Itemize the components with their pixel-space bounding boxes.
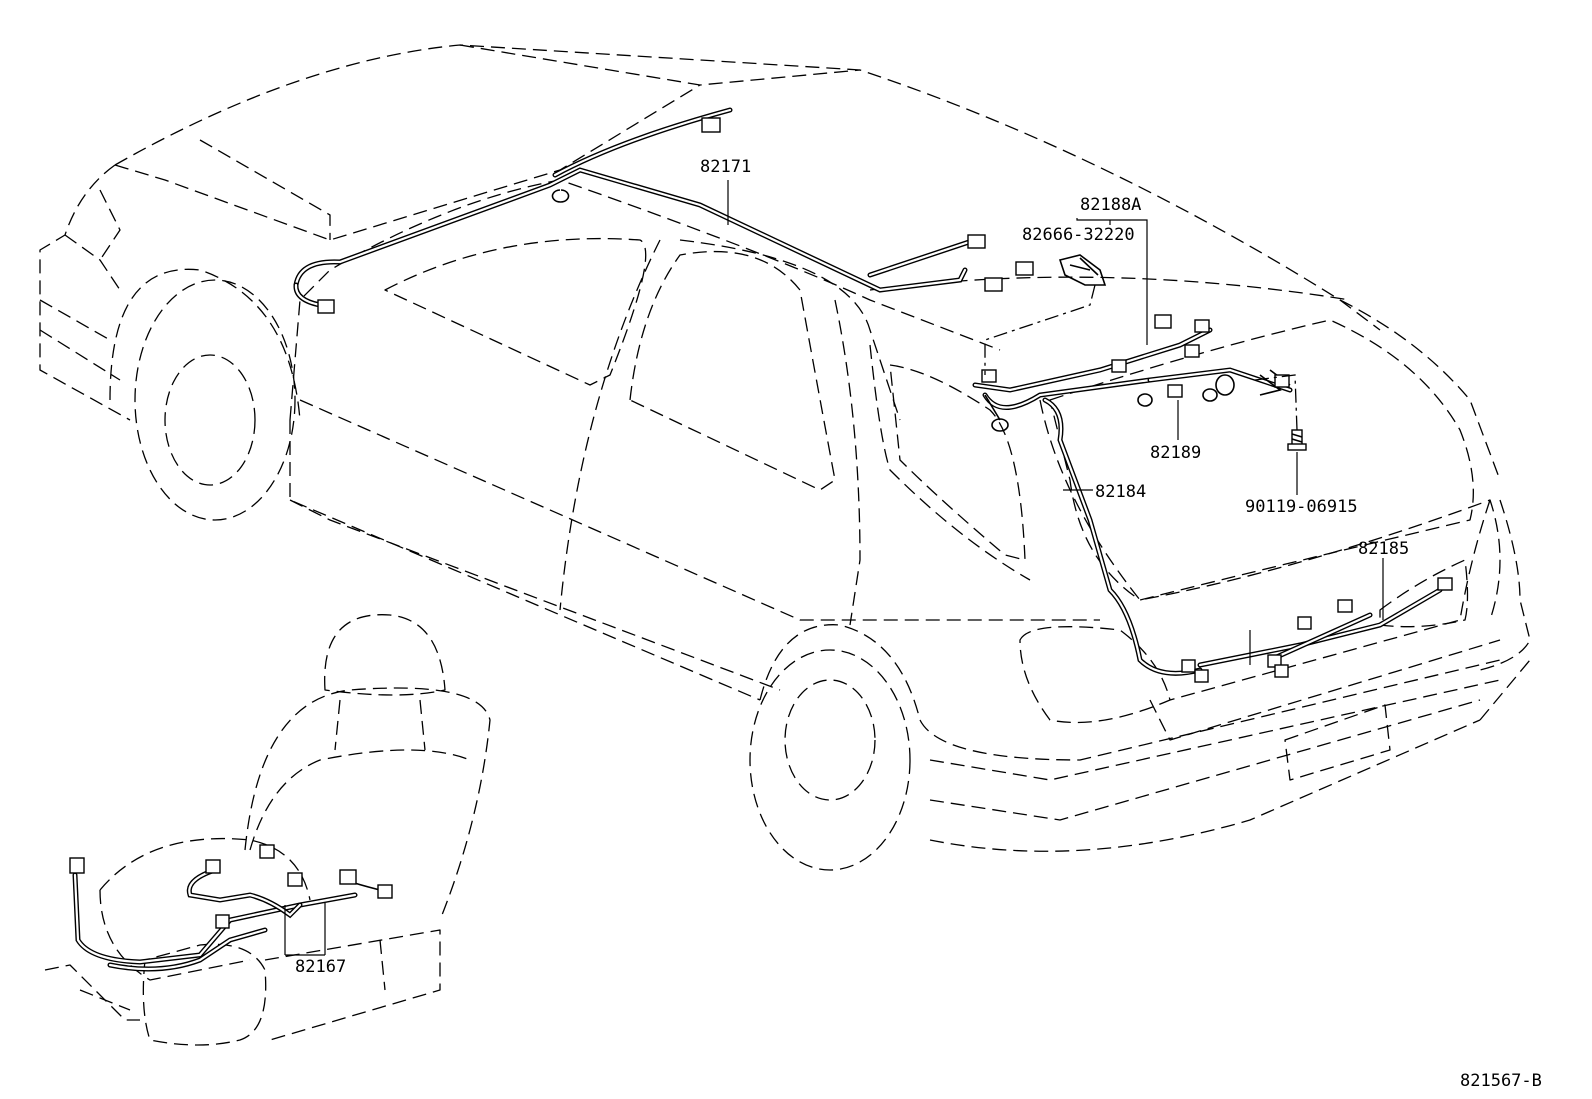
harness-82185	[1197, 587, 1443, 668]
part-label-82188A: 82188A	[1080, 195, 1141, 215]
leader-lines	[284, 180, 1384, 956]
part-label-82184: 82184	[1095, 482, 1146, 502]
car-body-outline	[39, 44, 1531, 871]
connectors	[69, 117, 1453, 929]
harness-82184	[1042, 397, 1203, 676]
harness-82188A	[972, 254, 1293, 432]
part-labels: 82171 82188A 82666-32220 82189 82184 901…	[295, 157, 1542, 1091]
part-label-90119-06915: 90119-06915	[1245, 497, 1358, 517]
part-label-82666-32220: 82666-32220	[1022, 225, 1135, 245]
part-label-82167: 82167	[295, 957, 346, 977]
part-label-82185: 82185	[1358, 539, 1409, 559]
seat-outline	[44, 614, 491, 1046]
harness-82167	[72, 867, 381, 972]
bolt-icon	[1287, 429, 1307, 451]
part-label-82189: 82189	[1150, 443, 1201, 463]
harness-82171	[293, 107, 978, 308]
drawing-number: 821567-B	[1460, 1071, 1542, 1091]
part-label-82171: 82171	[700, 157, 751, 177]
